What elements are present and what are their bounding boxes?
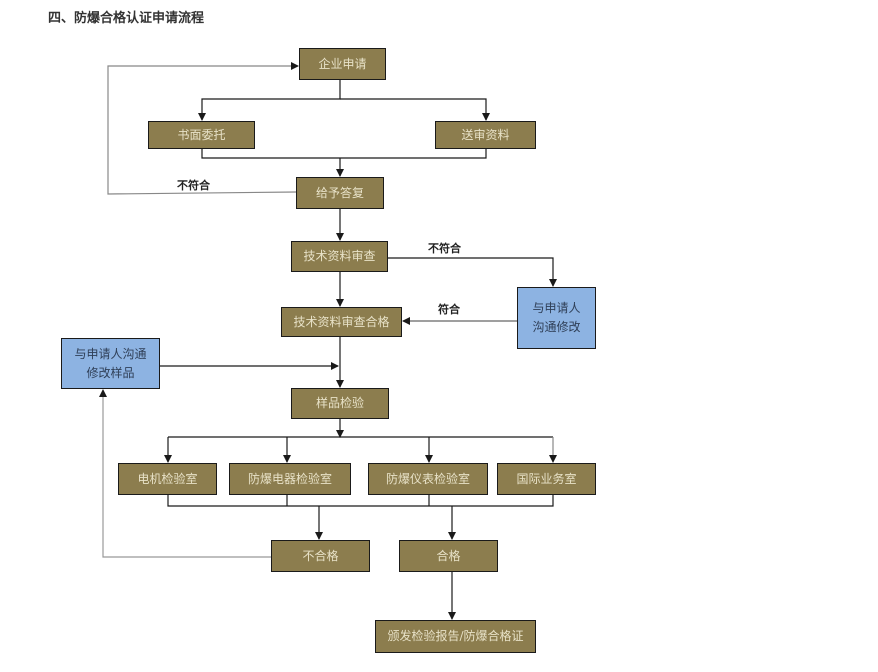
node-ex-electrical-lab: 防爆电器检验室	[229, 463, 351, 495]
node-ex-instrument-lab: 防爆仪表检验室	[368, 463, 488, 495]
edge-apply-split	[198, 80, 341, 121]
edge-reply-back	[107, 62, 299, 195]
page-title: 四、防爆合格认证申请流程	[48, 11, 205, 26]
node-intl-business: 国际业务室	[497, 463, 596, 495]
edge-label-modify-ok: 符合	[438, 303, 460, 316]
node-motor-lab: 电机检验室	[118, 463, 217, 495]
edge-entrust-merge	[201, 149, 487, 159]
node-communicate-modify-sample: 与申请人沟通 修改样品	[61, 338, 160, 389]
node-fail: 不合格	[271, 540, 370, 572]
node-reply: 给予答复	[296, 177, 384, 209]
edge-lab-merge	[167, 495, 554, 507]
edge-label-review-not-ok: 不符合	[428, 242, 461, 255]
node-issue-cert: 颁发检验报告/防爆合格证	[375, 620, 536, 653]
node-written-entrust: 书面委托	[148, 121, 255, 149]
node-communicate-modify: 与申请人 沟通修改	[517, 287, 596, 349]
node-submit-docs: 送审资料	[435, 121, 536, 149]
edge-apply-submit	[340, 98, 490, 121]
node-sample-test: 样品检验	[291, 388, 389, 419]
edge-fail-modifysample	[99, 389, 271, 558]
node-apply: 企业申请	[299, 48, 386, 80]
edge-label-reply-not-ok: 不符合	[177, 179, 210, 192]
node-pass: 合格	[399, 540, 498, 572]
edge-review-modify	[388, 257, 557, 287]
node-tech-review-pass: 技术资料审查合格	[281, 307, 402, 337]
node-tech-review: 技术资料审查	[291, 241, 388, 272]
